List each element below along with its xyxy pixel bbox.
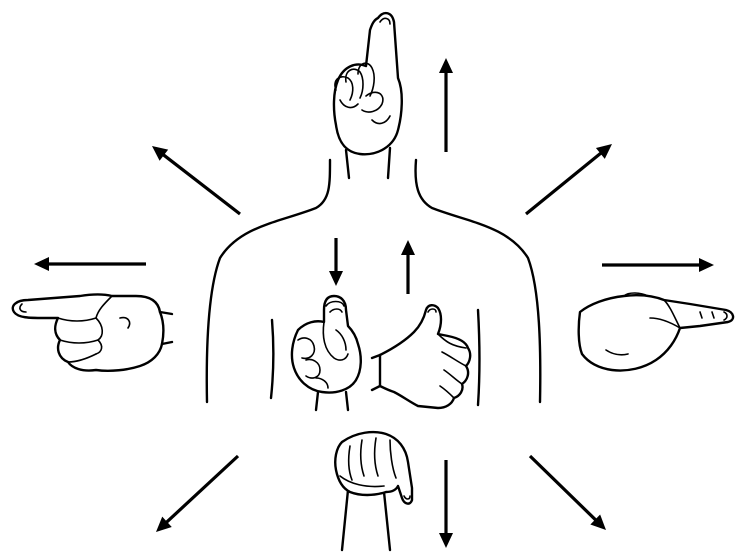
arrow-chest-down (329, 238, 343, 286)
hand-pointing-up-icon (334, 13, 402, 178)
hand-pointing-down-icon (335, 432, 412, 550)
arrow-right (602, 258, 714, 272)
arrow-chest-down-head (329, 271, 343, 286)
arrow-down-head (439, 533, 453, 548)
arrow-up-left-shaft (162, 154, 240, 214)
arrow-down-left-shaft (166, 456, 238, 523)
torso-right-inner-line (478, 310, 480, 405)
arrow-down-right-shaft (530, 456, 597, 521)
thumb-up-hand-icon (372, 305, 470, 408)
arrow-up-right-shaft (526, 152, 602, 214)
arrow-right-head (699, 258, 714, 272)
arrow-up (439, 58, 453, 152)
arrow-down-right (530, 456, 606, 530)
arrow-chest-up (401, 240, 415, 294)
arrow-chest-up-head (401, 240, 415, 255)
arrow-left (34, 257, 146, 271)
arrow-up-head (439, 58, 453, 73)
hand-pointing-left-icon (13, 295, 172, 371)
arrow-left-head (34, 257, 49, 271)
torso-outline (207, 160, 541, 405)
arrow-up-right (526, 144, 612, 214)
torso-left-inner-line (271, 320, 273, 398)
hand-pointing-self-icon (292, 296, 361, 410)
arrow-down (439, 460, 453, 548)
arrow-down-left (156, 456, 238, 532)
hand-pointing-right-icon (579, 293, 733, 371)
arrow-up-left (152, 146, 240, 214)
